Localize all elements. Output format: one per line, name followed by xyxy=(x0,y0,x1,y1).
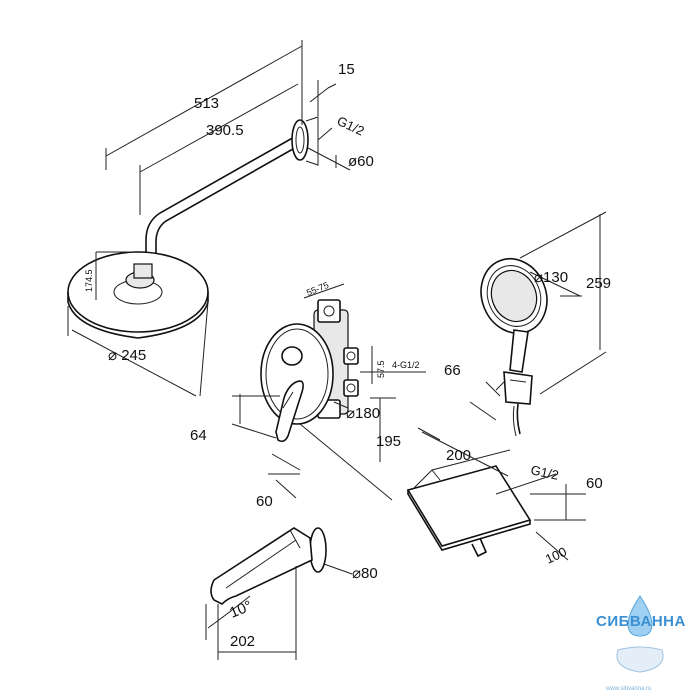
tub-flange xyxy=(309,527,327,573)
spout-body xyxy=(406,465,532,547)
mixer-valve: 55-75 57.5 4-G1/2 ⌀180 195 64 60 xyxy=(190,280,426,510)
cover-plate xyxy=(260,323,334,425)
dim-plate-height: 195 xyxy=(376,433,401,450)
dim-plate-depth: 60 xyxy=(256,493,273,510)
dim-hand-dia: ⌀130 xyxy=(534,269,568,286)
wall-flange xyxy=(291,119,309,161)
dim-tub-angle: 10° xyxy=(227,597,254,621)
dim-tub-length: 202 xyxy=(230,633,255,650)
dim-arm-reach: 390.5 xyxy=(206,122,244,139)
dim-spout-height: 60 xyxy=(586,475,603,492)
dim-valve-ports: 4-G1/2 xyxy=(392,360,420,370)
dim-plate-dia: ⌀180 xyxy=(346,405,380,422)
dim-valve-depth: 57.5 xyxy=(376,360,386,378)
diverter-knob xyxy=(281,346,303,366)
dim-head-dia: ⌀ 245 xyxy=(108,347,146,364)
dim-arm-length: 513 xyxy=(194,95,219,112)
dim-valve-spacing: 55-75 xyxy=(305,280,330,298)
tub-spout: ⌀80 10° 202 xyxy=(205,527,378,660)
mixer-lever xyxy=(275,380,304,443)
hand-shower: ⌀130 259 66 xyxy=(444,211,611,437)
dim-lever-offset: 64 xyxy=(190,427,207,444)
dim-tub-flange-dia: ⌀80 xyxy=(352,565,378,582)
dim-spout-thread: G1/2 xyxy=(529,462,560,483)
water-drop-icon xyxy=(627,595,653,637)
waterfall-spout: 200 G1/2 60 100 xyxy=(406,427,603,567)
overhead-shower: 513 390.5 15 G1/2 ø60 174.5 ⌀ 245 xyxy=(67,40,374,397)
dim-spout-width: 200 xyxy=(446,447,471,464)
brand-logo: СИБВАННА www.sibvanna.ru xyxy=(596,595,686,692)
tub-spout-body xyxy=(210,527,313,605)
dim-arm-thread: G1/2 xyxy=(335,113,367,139)
hand-shower-holder xyxy=(503,371,533,405)
dim-head-height: 174.5 xyxy=(84,269,94,292)
dim-flange-depth: 15 xyxy=(338,61,355,78)
logo-site: www.sibvanna.ru xyxy=(605,686,651,692)
logo-name: СИБВАННА xyxy=(596,613,686,630)
dim-spout-depth: 100 xyxy=(543,544,569,567)
dim-flange-dia: ø60 xyxy=(348,153,374,170)
dim-hand-length: 259 xyxy=(586,275,611,292)
dim-holder-size: 66 xyxy=(444,362,461,379)
